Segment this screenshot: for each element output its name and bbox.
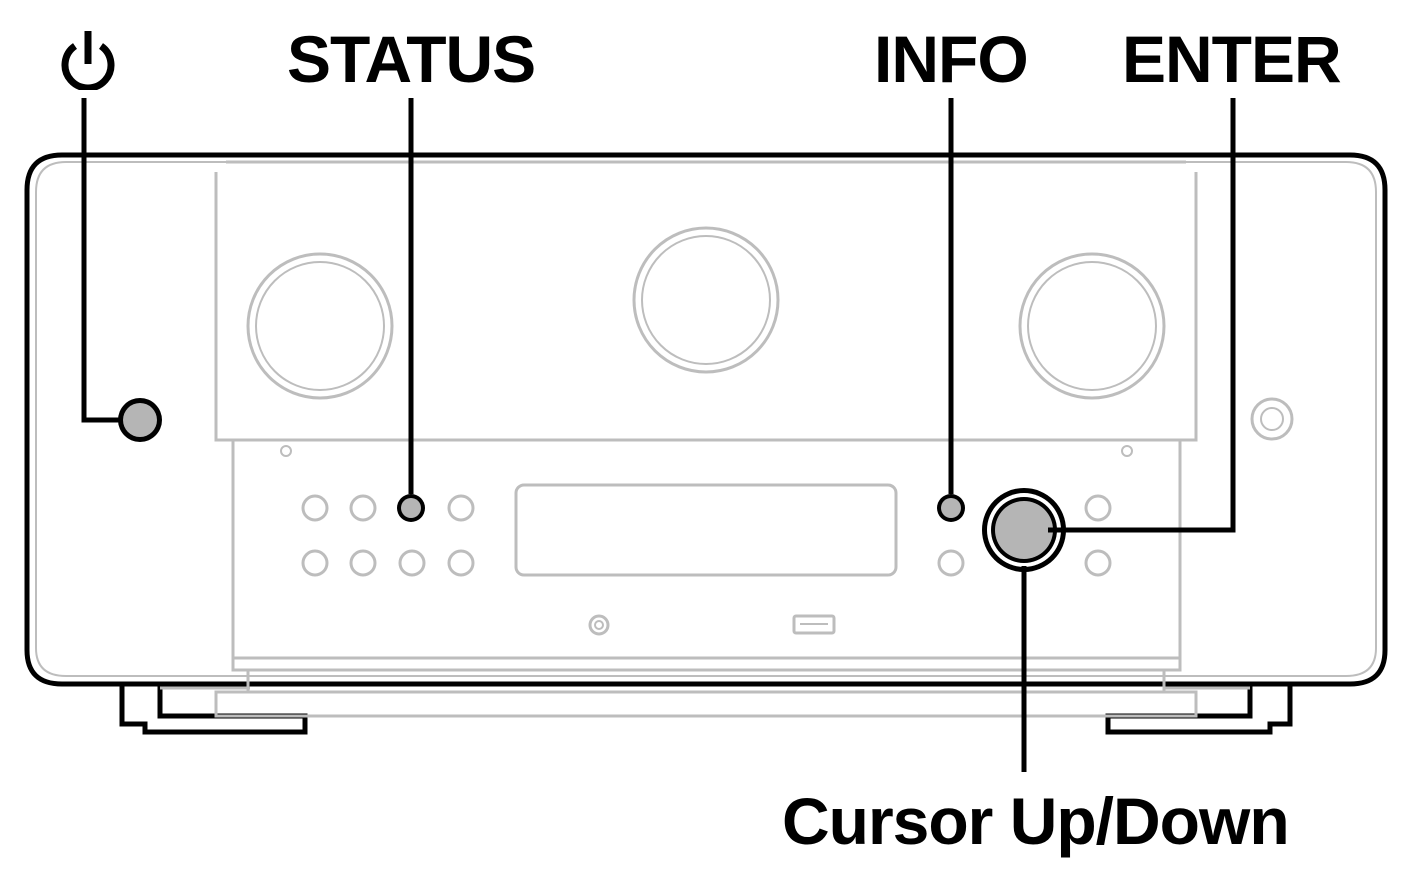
usb-port-icon <box>792 614 836 635</box>
display-window <box>514 483 898 577</box>
panel-button-4[interactable] <box>447 494 475 522</box>
highlighted-controls <box>118 398 1066 572</box>
status-label: STATUS <box>287 22 536 96</box>
panel-button-far-right-upper[interactable] <box>1084 494 1112 522</box>
panel-button-right-lower[interactable] <box>937 549 965 577</box>
info-button[interactable] <box>937 494 965 522</box>
right-foot <box>1105 684 1293 735</box>
info-label: INFO <box>874 22 1029 96</box>
headphone-jack <box>1250 397 1294 441</box>
power-icon <box>61 31 115 90</box>
panel-button-5[interactable] <box>301 549 329 577</box>
plinth-bar <box>214 690 1198 718</box>
enter-label: ENTER <box>1122 22 1342 96</box>
right-button-group <box>937 494 1112 577</box>
left-button-grid <box>301 494 475 577</box>
chassis-outline <box>24 152 1388 687</box>
setup-mic-jack <box>588 614 610 636</box>
panel-button-2[interactable] <box>349 494 377 522</box>
right-knob <box>1018 252 1166 400</box>
panel-button-7[interactable] <box>398 549 426 577</box>
device-plinth <box>160 686 1250 718</box>
leader-lines <box>81 98 1236 772</box>
panel-button-far-right-lower[interactable] <box>1084 549 1112 577</box>
status-button[interactable] <box>397 494 425 522</box>
left-indicator-dot <box>280 445 292 457</box>
indicator-dots <box>280 445 1133 457</box>
enter-leader-line <box>1048 98 1236 533</box>
right-indicator-dot <box>1121 445 1133 457</box>
chassis-inner-outline <box>35 161 1377 677</box>
device-feet <box>119 684 1293 735</box>
knobs <box>246 226 1166 400</box>
panel-button-1[interactable] <box>301 494 329 522</box>
left-knob <box>246 252 394 400</box>
panel-button-8[interactable] <box>447 549 475 577</box>
power-button[interactable] <box>118 398 162 442</box>
bottom-jacks <box>588 614 836 636</box>
panel-button-6[interactable] <box>349 549 377 577</box>
left-foot <box>119 684 308 735</box>
upper-panel <box>214 172 1198 442</box>
cursor-up-down-label: Cursor Up/Down <box>782 784 1290 858</box>
cursor-enter-dial[interactable] <box>982 488 1066 572</box>
lower-panel <box>231 440 1182 672</box>
power-leader-line <box>81 98 122 423</box>
front-panels <box>214 160 1198 692</box>
center-knob <box>632 226 780 374</box>
